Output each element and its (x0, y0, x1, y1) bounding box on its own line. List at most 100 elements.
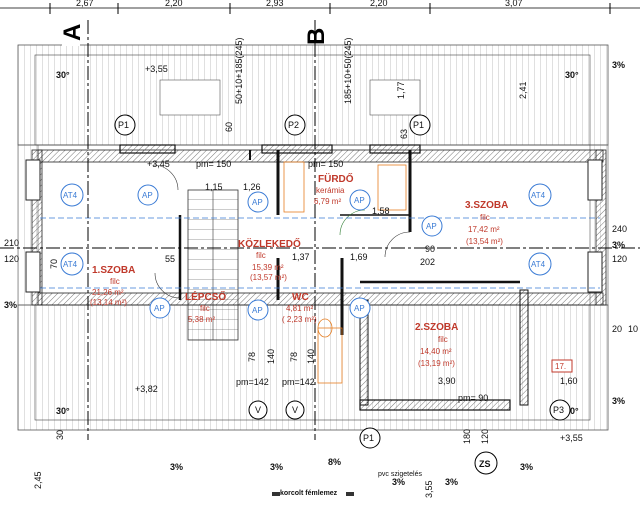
tag-zs: ZS (479, 459, 491, 469)
room-area2-szoba1: (13,14 m²) (90, 298, 127, 307)
slope-10: 3% (445, 477, 458, 487)
tag-p1-bottom: P1 (363, 433, 374, 443)
roof-angle-bottom-left: 30° (56, 406, 70, 416)
dim-210: 210 (4, 238, 19, 248)
room-name-szoba1: 1.SZOBA (92, 265, 135, 276)
note-fem: korcolt fémlemez (280, 490, 338, 497)
roof-angle-top-right: 30° (565, 70, 579, 80)
room-area2-szoba3: (13,54 m²) (466, 237, 503, 246)
tag-ap-7: AP (354, 304, 365, 313)
dim-120-left: 120 (4, 254, 19, 264)
room-furdo: FÜRDŐ kerámia 6,79 m² (314, 172, 354, 206)
room-floor-szoba2: filc (438, 335, 448, 344)
room-area-szoba1: 21,26 m² (92, 288, 124, 297)
note-pvc: pvc szigetelés (378, 471, 422, 478)
top-dim-5: 3,07 (505, 0, 523, 8)
dim-30: 30 (55, 430, 65, 440)
tag-ap-5: AP (154, 304, 165, 313)
tag-at4-1: AT4 (63, 191, 78, 200)
section-lines (40, 217, 600, 289)
slope-5: 3% (170, 462, 183, 472)
roof-annotations: 30° 30° 30° 30° +3,55 +3,82 +3,55 +3,45 (56, 64, 583, 443)
dim-78-left: 78 (247, 352, 257, 362)
tag-ap-2: AP (252, 198, 263, 207)
dormer-walls (119, 144, 529, 411)
blue-tags: AT4 AT4 AT4 AT4 AP AP AP AP AP AP AP (60, 183, 552, 321)
axis-label-a: A (59, 24, 86, 41)
room-szoba3: 3.SZOBA filc 17,42 m² (13,54 m²) (465, 200, 508, 246)
dim-pm90: pm= 90 (458, 393, 488, 403)
room-area-furdo: 6,79 m² (314, 197, 341, 206)
room-floor-lepcso: filc (200, 304, 210, 313)
tag-v-left: V (255, 405, 261, 415)
dim-55: 55 (165, 254, 175, 264)
tag-at4-4: AT4 (531, 260, 546, 269)
tag-p3: P3 (553, 405, 564, 415)
roof-angle-top-left: 30° (56, 70, 70, 80)
level-top-left: +3,55 (145, 64, 168, 74)
room-lepcso: LÉPCSŐ filc 5,38 m² (185, 290, 226, 324)
roof-slopes: 3% 3% 3% 3% 3% 3% 3% 8% 3% 3% (4, 60, 625, 487)
dim-158: 1,58 (372, 206, 390, 216)
dim-137: 1,37 (292, 252, 310, 262)
dim-177: 1,77 (396, 81, 406, 99)
notes: pvc szigetelés korcolt fémlemez (272, 471, 422, 497)
dim-140-left: 140 (266, 349, 276, 364)
level-bottom-right: +3,55 (560, 433, 583, 443)
level-bottom-left: +3,82 (135, 384, 158, 394)
room-area2-kozlekedo: (13,57 m²) (250, 273, 287, 282)
dim-pm150-right: pm= 150 (308, 159, 343, 169)
axis-lines: A B (0, 20, 640, 440)
dim-390: 3,90 (438, 376, 456, 386)
dim-120-right: 120 (612, 254, 627, 264)
column-tags: P1 P2 P1 P1 P3 V V ZS 17. (114, 114, 573, 475)
slope-3: 3% (612, 396, 625, 406)
dim-126: 1,26 (243, 182, 261, 192)
dim-pm150-left: pm= 150 (196, 159, 231, 169)
room-area2-szoba2: (13,19 m²) (418, 359, 455, 368)
tag-ap-4: AP (426, 222, 437, 231)
tag-door-17: 17. (555, 362, 566, 371)
room-name-szoba3: 3.SZOBA (465, 200, 508, 211)
dim-20: 20 (612, 324, 622, 334)
tag-ap-3: AP (354, 196, 365, 205)
slope-7: 3% (520, 462, 533, 472)
tag-ap-6: AP (252, 306, 263, 315)
roof-angle-bottom-right: 30° (565, 406, 579, 416)
room-name-wc: WC (292, 292, 309, 303)
room-name-szoba2: 2.SZOBA (415, 322, 458, 333)
dim-70: 70 (49, 259, 59, 269)
dim-202: 202 (420, 257, 435, 267)
dim-245: 2,45 (33, 471, 43, 489)
dim-60: 60 (224, 122, 234, 132)
room-area-szoba2: 14,40 m² (420, 347, 452, 356)
slope-1: 3% (612, 60, 625, 70)
room-area-lepcso: 5,38 m² (188, 315, 215, 324)
dim-120-bottom: 120 (480, 429, 490, 444)
top-dim-2: 2,20 (165, 0, 183, 8)
dim-140-right: 140 (306, 349, 316, 364)
dim-185-50: 185+10+50(245) (343, 37, 353, 104)
tag-p1-left: P1 (118, 120, 129, 130)
axis-label-b: B (303, 28, 330, 45)
slope-2: 3% (612, 240, 625, 250)
room-area-kozlekedo: 15,39 m² (252, 263, 284, 272)
dimension-labels: pm= 150 pm= 150 pm=142 pm=142 pm= 90 50+… (4, 37, 638, 498)
room-kozlekedo: KÖZLEKEDŐ filc 15,39 m² (13,57 m²) (238, 237, 301, 282)
slope-8: 8% (328, 457, 341, 467)
dim-pm142-left: pm=142 (236, 377, 269, 387)
room-area2-wc: ( 2,23 m²) (282, 315, 317, 324)
room-floor-szoba3: filc (480, 213, 490, 222)
tag-p1-right: P1 (413, 120, 424, 130)
tag-p2: P2 (288, 120, 299, 130)
room-wc: WC 4,81 m² ( 2,23 m²) (282, 292, 317, 324)
top-dim-3: 2,93 (266, 0, 284, 8)
tag-v-right: V (292, 405, 298, 415)
slope-4: 3% (4, 300, 17, 310)
bathroom-fixtures (283, 161, 407, 384)
dim-90: 90 (425, 244, 435, 254)
top-dim-1: 2,67 (76, 0, 94, 8)
dim-180: 180 (462, 429, 472, 444)
room-floor-furdo: kerámia (316, 186, 345, 195)
